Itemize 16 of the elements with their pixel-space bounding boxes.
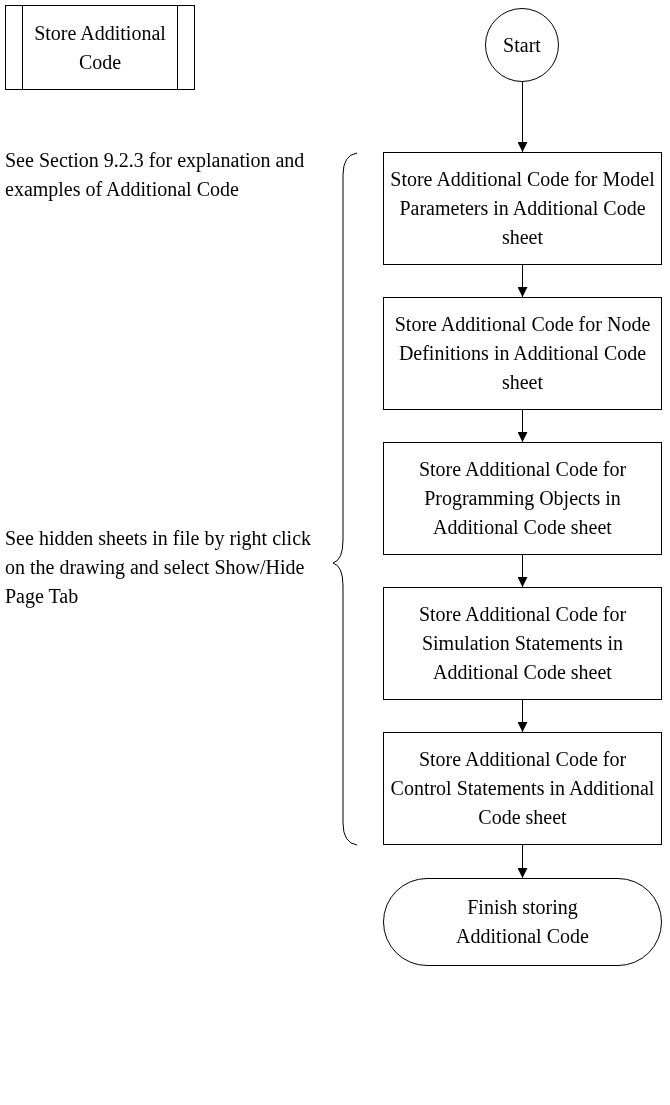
process-box: Store Additional Code for Programming Objects in Additional Code sheet	[383, 442, 662, 555]
note-text: See hidden sheets in file by right click on the drawing and select Show/Hide Page Tab	[5, 526, 313, 610]
subprocess-box: Store Additional Code	[5, 5, 195, 90]
process-box: Store Additional Code for Simulation Statements in Additional Code sheet	[383, 587, 662, 700]
arrow	[517, 844, 528, 879]
note-text: See Section 9.2.3 for explanation and examples of Additional Code	[5, 148, 306, 203]
arrow	[517, 81, 528, 153]
process-box: Store Additional Code for Model Parameters in Additional Code sheet	[383, 152, 662, 265]
arrow	[517, 699, 528, 733]
process-box: Store Additional Code for Control Statements in Additional Code sheet	[383, 732, 662, 845]
terminal-box: Finish storing Additional Code	[383, 878, 662, 966]
arrow	[517, 264, 528, 298]
arrow	[517, 409, 528, 443]
arrow	[517, 554, 528, 588]
start-circle: Start	[485, 8, 559, 82]
process-box: Store Additional Code for Node Definitions in Additional Code sheet	[383, 297, 662, 410]
